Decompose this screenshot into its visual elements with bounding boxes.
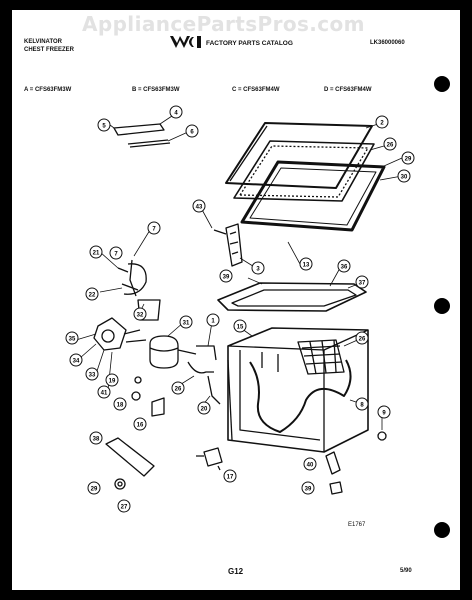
lid-liner <box>233 140 375 202</box>
binder-hole <box>434 76 450 92</box>
cabinet <box>227 327 369 453</box>
parts-catalog-page <box>12 10 460 590</box>
svg-text:6: 6 <box>190 130 194 136</box>
model-c: C = CFS63FM4W <box>232 87 280 93</box>
svg-text:4: 4 <box>174 111 178 117</box>
watermark: AppliancePartsPros.com <box>82 12 365 36</box>
svg-text:39: 39 <box>223 275 230 281</box>
svg-text:31: 31 <box>183 321 190 327</box>
compressor <box>149 335 179 369</box>
svg-text:39: 39 <box>305 487 312 493</box>
svg-text:26: 26 <box>359 337 366 343</box>
svg-text:18: 18 <box>117 403 124 409</box>
lid-gasket <box>240 160 386 232</box>
svg-text:7: 7 <box>114 252 118 258</box>
svg-text:33: 33 <box>89 373 96 379</box>
basket <box>297 339 345 375</box>
svg-text:40: 40 <box>307 463 314 469</box>
svg-text:16: 16 <box>137 423 144 429</box>
svg-text:35: 35 <box>69 337 76 343</box>
svg-text:17: 17 <box>227 475 234 481</box>
svg-text:19: 19 <box>109 379 116 385</box>
part-callouts: 5 4 6 2 26 29 30 43 7 13 21 7 3 39 36 37… <box>65 105 415 513</box>
drawing-code: E1767 <box>348 522 366 528</box>
svg-text:5: 5 <box>102 124 106 130</box>
brand-name: KELVINATOR <box>24 39 63 45</box>
svg-text:36: 36 <box>341 265 348 271</box>
svg-text:41: 41 <box>101 391 108 397</box>
svg-text:15: 15 <box>237 325 244 331</box>
svg-text:3: 3 <box>256 267 260 273</box>
junction-box <box>203 447 223 467</box>
breaker-frame <box>217 282 367 312</box>
svg-text:22: 22 <box>89 293 96 299</box>
hinge-strip <box>127 139 169 145</box>
svg-text:37: 37 <box>359 281 366 287</box>
svg-text:29: 29 <box>91 487 98 493</box>
hinge-bracket <box>113 123 165 136</box>
catalog-number: LK36000060 <box>370 40 405 46</box>
svg-text:9: 9 <box>382 411 386 417</box>
svg-text:26: 26 <box>175 387 182 393</box>
catalog-title: FACTORY PARTS CATALOG <box>206 40 293 47</box>
binder-hole <box>434 522 450 538</box>
model-a: A = CFS63FM3W <box>24 87 72 93</box>
hinge <box>225 223 243 267</box>
svg-text:30: 30 <box>401 175 408 181</box>
svg-text:34: 34 <box>73 359 80 365</box>
svg-text:32: 32 <box>137 313 144 319</box>
product-name: CHEST FREEZER <box>24 47 75 53</box>
model-b: B = CFS63FM3W <box>132 87 180 93</box>
svg-text:2: 2 <box>380 121 384 127</box>
svg-text:7: 7 <box>152 227 156 233</box>
svg-text:27: 27 <box>121 505 128 511</box>
svg-text:8: 8 <box>360 403 364 409</box>
control-plate <box>105 437 155 477</box>
page-label: G12 <box>228 567 244 576</box>
svg-text:1: 1 <box>211 319 215 325</box>
binder-hole <box>434 298 450 314</box>
relay-assembly <box>93 317 127 351</box>
svg-text:43: 43 <box>196 205 203 211</box>
svg-text:26: 26 <box>387 143 394 149</box>
svg-text:20: 20 <box>201 407 208 413</box>
svg-text:21: 21 <box>93 251 100 257</box>
svg-text:29: 29 <box>405 157 412 163</box>
revision-date: 5/90 <box>400 568 412 574</box>
svg-text:13: 13 <box>303 263 310 269</box>
model-d: D = CFS63FM4W <box>324 87 372 93</box>
svg-text:38: 38 <box>93 437 100 443</box>
wci-logo <box>168 34 204 50</box>
